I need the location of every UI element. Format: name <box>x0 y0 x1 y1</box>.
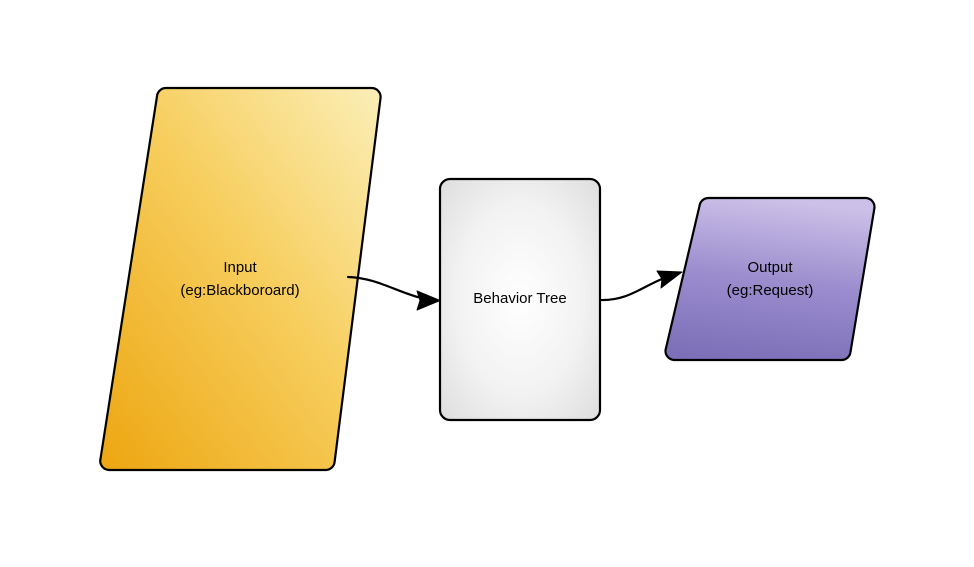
node-output[interactable]: Output (eg:Request) <box>664 196 876 362</box>
output-label-line1: Output <box>747 259 793 276</box>
behavior-tree-label-line1: Behavior Tree <box>473 290 566 307</box>
edge-behavior-tree-to-output-arrowhead <box>656 270 683 289</box>
node-behavior-tree[interactable]: Behavior Tree <box>438 177 602 422</box>
edge-input-to-behavior-tree-line[interactable] <box>346 275 427 301</box>
input-label-line1: Input <box>223 259 257 276</box>
input-label-line2: (eg:Blackboroard) <box>180 282 299 299</box>
output-label-line2: (eg:Request) <box>727 282 814 299</box>
edge-behavior-tree-to-output-line[interactable] <box>598 277 664 302</box>
node-input[interactable]: Input (eg:Blackboroard) <box>99 86 382 472</box>
input-shape[interactable] <box>99 86 382 472</box>
edge-behavior-tree-to-output[interactable] <box>598 270 683 302</box>
output-shape[interactable] <box>664 196 876 362</box>
edge-input-to-behavior-tree-arrowhead <box>416 290 441 311</box>
edge-input-to-behavior-tree[interactable] <box>346 275 441 311</box>
